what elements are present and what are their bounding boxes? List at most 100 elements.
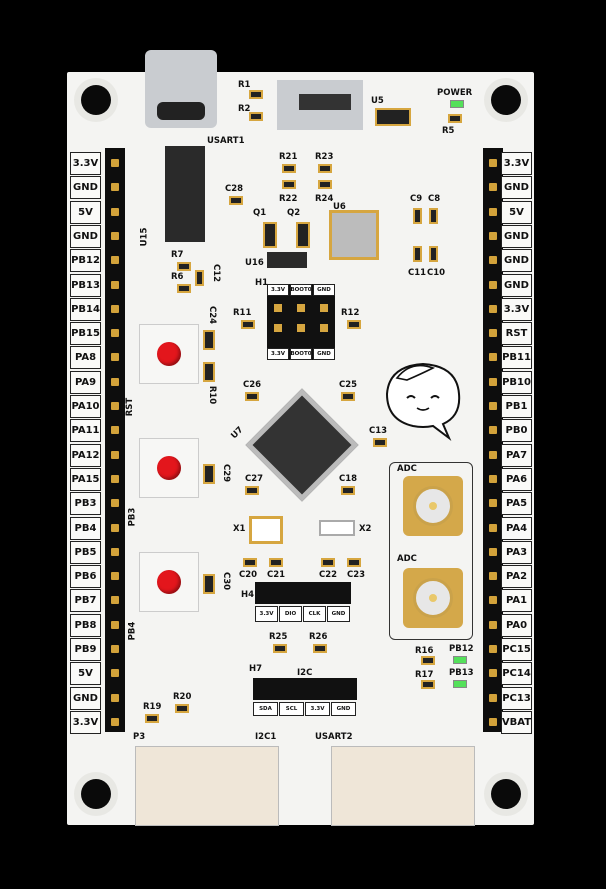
silk-usart1: USART1 [207,136,245,146]
power-switch-slider[interactable] [299,94,351,110]
left-header-pin[interactable] [111,450,119,459]
h1-header-pin[interactable] [297,304,305,312]
left-header-pin[interactable] [111,207,119,216]
right-pin-label: 5V [501,200,532,224]
resistor-r2 [249,112,263,121]
right-header-pin[interactable] [489,474,497,483]
adc-sma-center-1 [413,486,453,526]
left-header-pin[interactable] [111,669,119,678]
silk-c27: C27 [245,474,264,484]
silk-power: POWER [437,88,473,98]
silk-r1: R1 [238,80,251,90]
right-header-pin[interactable] [489,499,497,508]
right-header-pin[interactable] [489,353,497,362]
capacitor-c12 [195,270,204,286]
right-header-pin[interactable] [489,207,497,216]
right-header-pin[interactable] [489,450,497,459]
pcb-board: USART1 U15 R1 R2 U5 POWER R5 R21 R23 R22… [67,50,534,826]
silk-r21: R21 [279,152,298,162]
left-header-pin[interactable] [111,159,119,167]
left-header-pin[interactable] [111,256,119,265]
rst-button[interactable] [139,324,199,384]
right-header-pin[interactable] [489,645,497,653]
mounting-hole-top-right [484,78,528,122]
silk-h1: H1 [255,278,269,288]
silk-h4: H4 [241,590,255,600]
usb-c-port-opening [157,102,205,120]
right-header-pin[interactable] [489,231,497,240]
left-header-pin[interactable] [111,645,119,653]
capacitor-c25 [341,392,355,401]
silk-c13: C13 [369,426,388,436]
right-header-pin[interactable] [489,159,497,167]
capacitor-c21 [269,558,283,567]
h1-header-pin[interactable] [274,304,282,312]
h1-header-pin[interactable] [274,324,282,332]
silk-x1: X1 [233,524,246,534]
resistor-r22 [282,180,296,189]
silk-rst: RST [125,397,136,417]
left-header-pin[interactable] [111,596,119,605]
right-header-pin[interactable] [489,377,497,386]
left-header-pin[interactable] [111,620,119,629]
right-header-pin[interactable] [489,669,497,678]
adc-sma-center-2 [413,578,453,618]
left-header-pin[interactable] [111,523,119,532]
left-header-pin[interactable] [111,717,119,726]
left-header-pin[interactable] [111,329,119,338]
silk-i2c1: I2C1 [255,732,277,742]
i2c1-jst-connector[interactable] [135,746,279,826]
right-header-pin[interactable] [489,304,497,313]
usart2-jst-connector[interactable] [331,746,475,826]
left-header-pin[interactable] [111,693,119,702]
pb3-button[interactable] [139,438,199,498]
left-header-pin[interactable] [111,353,119,362]
right-header-pin[interactable] [489,572,497,581]
right-header-pin[interactable] [489,693,497,702]
left-pin-label: PA11 [70,419,101,443]
mcu-chip [245,388,359,502]
right-header-pin[interactable] [489,256,497,265]
silk-usart2: USART2 [315,732,353,742]
right-header-pin[interactable] [489,717,497,726]
pb3-button-cap[interactable] [157,456,181,480]
right-header-pin[interactable] [489,523,497,532]
right-header-pin[interactable] [489,620,497,629]
silk-h7: H7 [249,664,263,674]
right-header-pin[interactable] [489,329,497,338]
left-header-pin[interactable] [111,183,119,192]
mascot-logo [385,362,461,442]
left-header-pin[interactable] [111,426,119,435]
left-header-pin[interactable] [111,280,119,289]
h1-header-pin[interactable] [320,304,328,312]
left-header-pin[interactable] [111,547,119,556]
right-header-pin[interactable] [489,426,497,435]
right-pin-label: GND [501,249,532,273]
right-header-pin[interactable] [489,547,497,556]
h1-header-pin[interactable] [320,324,328,332]
left-header-pin[interactable] [111,402,119,410]
right-header-pin[interactable] [489,280,497,289]
left-header-pin[interactable] [111,499,119,508]
resistor-r23 [318,164,332,173]
right-header-pin[interactable] [489,596,497,605]
left-header-pin[interactable] [111,377,119,386]
resistor-r6 [177,284,191,293]
left-header-pin[interactable] [111,474,119,483]
left-header-pin[interactable] [111,231,119,240]
right-pin-label: 3.3V [501,152,532,175]
capacitor-c18 [341,486,355,495]
right-header-pin[interactable] [489,402,497,410]
right-pin-label: PB10 [501,370,532,394]
left-header-pin[interactable] [111,304,119,313]
pb4-button-cap[interactable] [157,570,181,594]
right-header-pin[interactable] [489,183,497,192]
silk-c22: C22 [319,570,338,580]
header-h7-i2c [253,678,357,700]
silk-r10: R10 [207,385,218,405]
pb4-button[interactable] [139,552,199,612]
h1-header-pin[interactable] [297,324,305,332]
right-pin-label: PA5 [501,492,532,516]
rst-button-cap[interactable] [157,342,181,366]
left-header-pin[interactable] [111,572,119,581]
